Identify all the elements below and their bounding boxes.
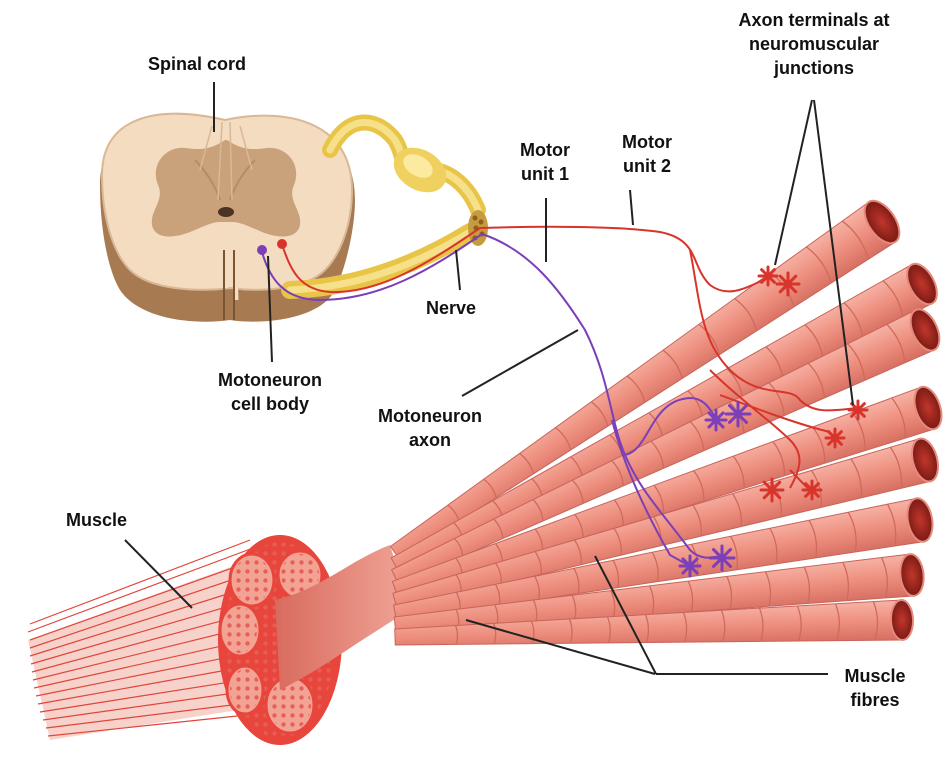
axon-terminal-mark <box>680 556 700 576</box>
axon-terminals-label-line-3: junctions <box>714 56 914 80</box>
muscle-fibres-label-line-1: Muscle <box>830 664 920 688</box>
motor-unit-1-label-line-2: unit 1 <box>510 162 580 186</box>
axon-terminals-label-line-2: neuromuscular <box>714 32 914 56</box>
motor-unit-1-cell-body <box>257 245 267 255</box>
motor-unit-2-label-line-1: Motor <box>612 130 682 154</box>
spinal-cord-label: Spinal cord <box>148 52 246 76</box>
motoneuron-axon-label: Motoneuron axon <box>340 404 520 452</box>
axon-terminal-mark <box>849 401 867 419</box>
axon-terminal-mark <box>803 481 821 499</box>
axon-terminal-mark <box>759 267 777 285</box>
motor-unit-2-label: Motor unit 2 <box>612 130 682 178</box>
axon-terminal-mark <box>710 546 734 570</box>
muscle-fibres-label-line-2: fibres <box>830 688 920 712</box>
motoneuron-cell-body-label-line-2: cell body <box>180 392 360 416</box>
muscle <box>28 535 410 745</box>
motoneuron-cell-body-label-line-1: Motoneuron <box>180 368 360 392</box>
axon-terminal-mark <box>706 410 726 430</box>
motoneuron-axon-label-line-1: Motoneuron <box>340 404 520 428</box>
axon-terminals-label: Axon terminals at neuromuscular junction… <box>714 8 914 80</box>
motor-unit-1-label: Motor unit 1 <box>510 138 580 186</box>
motor-unit-2-label-line-2: unit 2 <box>612 154 682 178</box>
muscle-label: Muscle <box>66 508 127 532</box>
axon-terminal-mark <box>761 479 783 501</box>
motoneuron-axon-label-line-2: axon <box>340 428 520 452</box>
nerve-label: Nerve <box>426 296 476 320</box>
axon-terminal-mark <box>726 402 750 426</box>
motoneuron-cell-body-label: Motoneuron cell body <box>180 368 360 416</box>
muscle-fibres-label: Muscle fibres <box>830 664 920 712</box>
axon-terminals-label-line-1: Axon terminals at <box>714 8 914 32</box>
motor-unit-2-cell-body <box>277 239 287 249</box>
axon-terminal-mark <box>777 273 799 295</box>
motor-unit-1-label-line-1: Motor <box>510 138 580 162</box>
axon-terminal-mark <box>826 429 844 447</box>
